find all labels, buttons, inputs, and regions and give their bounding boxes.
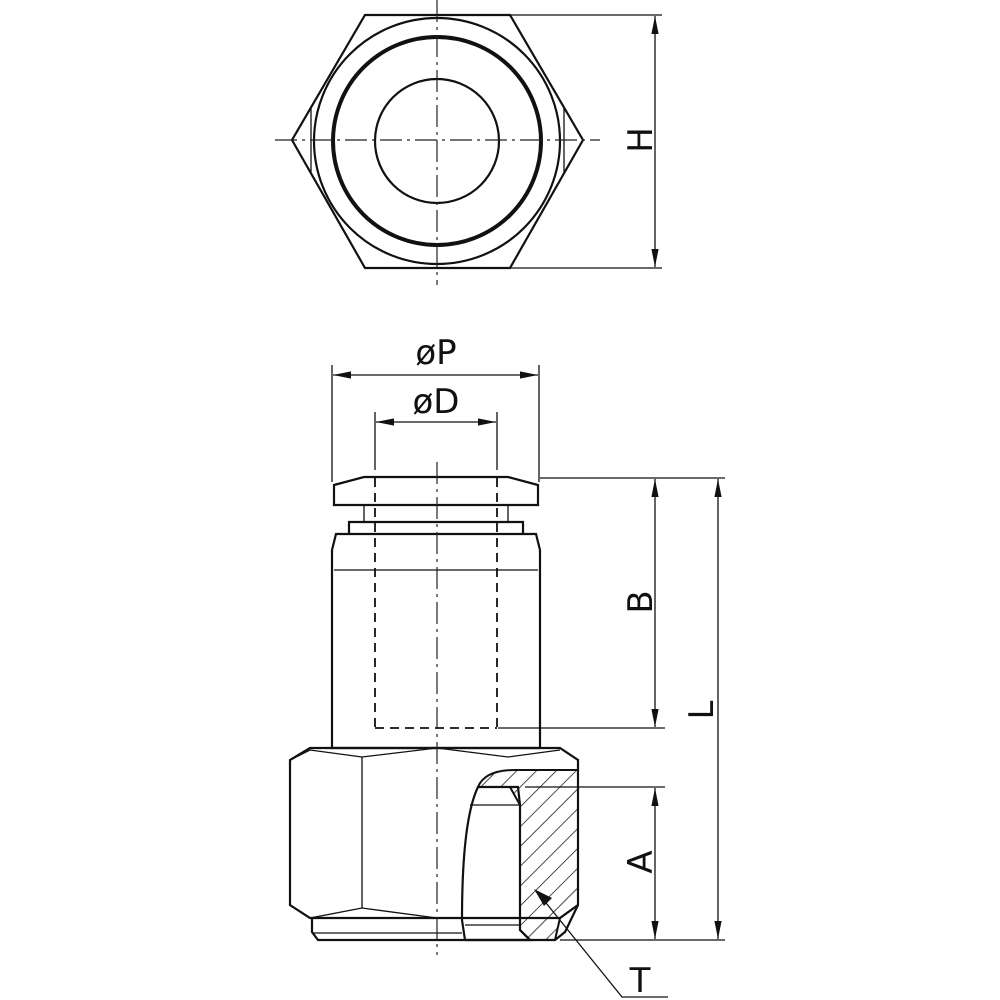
label-A: A xyxy=(621,850,661,873)
release-ring xyxy=(332,475,540,507)
section-hatch xyxy=(476,769,579,941)
thread-bore xyxy=(460,785,533,942)
label-B: B xyxy=(621,590,661,613)
label-D: øD xyxy=(413,382,460,422)
front-view: øP øD B L xyxy=(288,333,725,1000)
label-P: øP xyxy=(415,333,456,373)
label-H: H xyxy=(621,127,661,153)
label-T: T xyxy=(629,961,651,1000)
body xyxy=(330,532,542,750)
label-L: L xyxy=(682,700,722,719)
top-view: H xyxy=(275,0,662,285)
leader-T xyxy=(537,892,668,998)
